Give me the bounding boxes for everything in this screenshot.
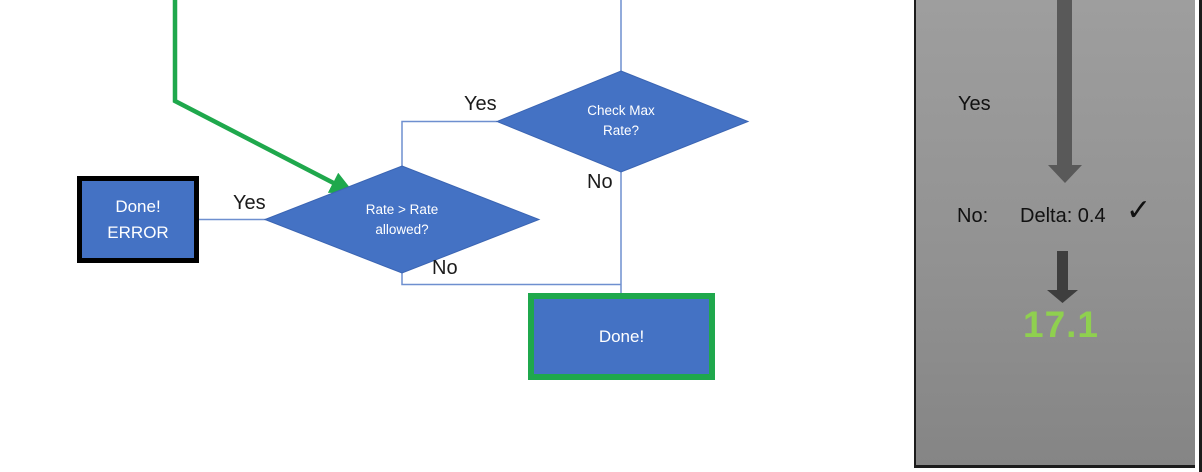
connector-check-max-yes	[401, 120, 497, 167]
terminal-done-error-line2: ERROR	[107, 222, 169, 242]
panel-yes-label: Yes	[958, 93, 991, 115]
panel-delta-value: Delta: 0.4	[1020, 205, 1106, 227]
decision-rate-allowed	[263, 165, 541, 274]
terminal-done-label: Done!	[598, 326, 645, 346]
green-path-arrow	[172, 0, 355, 195]
checkmark-icon: ✓	[1126, 193, 1152, 228]
decision-check-max-rate	[495, 70, 750, 173]
edge-label-check-max-yes: Yes	[464, 93, 497, 115]
terminal-done-error: Done! ERROR	[77, 176, 199, 263]
terminal-done-error-line1: Done!	[115, 196, 161, 216]
terminal-done: Done!	[528, 293, 715, 380]
result-side-panel: Yes No: Delta: 0.4 ✓ 17.1	[914, 0, 1195, 468]
panel-no-label: No:	[957, 205, 989, 227]
down-arrow-icon	[1048, 0, 1082, 183]
edge-label-rate-allowed-no: No	[432, 257, 458, 279]
edge-label-rate-allowed-yes: Yes	[233, 192, 266, 214]
down-arrow-small-icon	[1047, 251, 1078, 303]
panel-result-value: 17.1	[1023, 304, 1100, 345]
connector-rate-allowed-no	[401, 272, 622, 286]
slide-right-border	[1199, 0, 1202, 472]
edge-label-check-max-no: No	[587, 171, 613, 193]
